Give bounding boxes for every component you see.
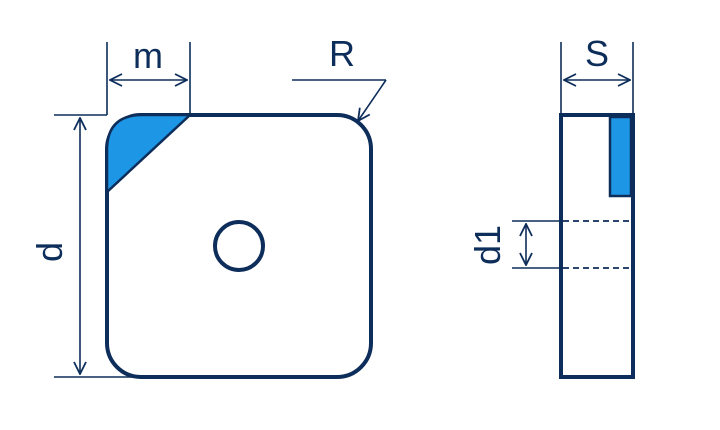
label-d: d: [29, 242, 70, 262]
dim-R-leader: [358, 79, 387, 121]
center-hole: [213, 220, 265, 272]
dim-R: R: [292, 33, 387, 121]
dim-m: m: [106, 35, 191, 115]
cutting-corner-fill: [105, 113, 194, 195]
side-view: [559, 113, 635, 379]
label-R: R: [329, 33, 355, 74]
label-m: m: [133, 35, 163, 76]
front-view: [105, 113, 373, 379]
dim-d: d: [29, 114, 140, 378]
dim-d1: d1: [467, 220, 563, 269]
side-cutting-edge-fill: [608, 115, 633, 198]
label-S: S: [585, 33, 609, 74]
dim-S: S: [560, 33, 634, 115]
label-d1: d1: [467, 225, 508, 265]
